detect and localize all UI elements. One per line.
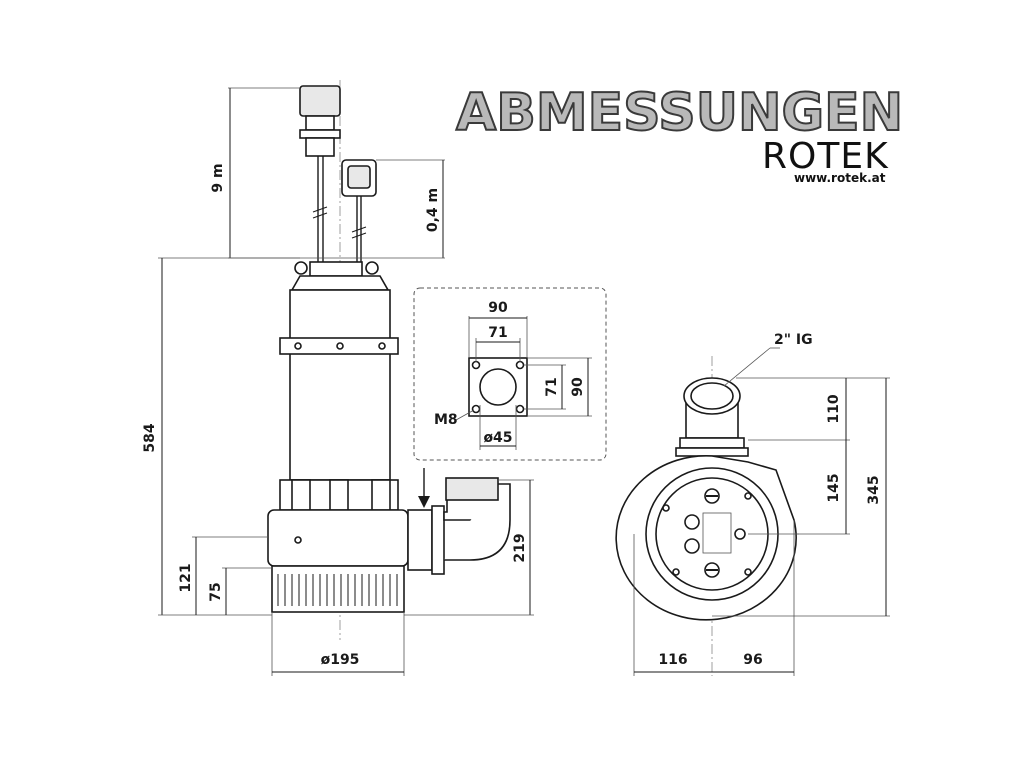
dim-height-inlet: 75 (208, 582, 224, 601)
dim-height-outlet: 121 (178, 563, 194, 592)
dim-diameter-base: ø195 (321, 652, 360, 668)
side-view: 9 m 0,4 m 584 121 75 219 ø195 (142, 80, 534, 676)
header: ABMESSUNGEN ROTEK www.rotek.at (455, 82, 904, 185)
brand-logo: ROTEK (762, 136, 889, 177)
dim-total: 345 (866, 475, 882, 504)
plug-housing (299, 85, 341, 117)
dim-flange-height-outer: 90 (570, 377, 586, 397)
dim-flange-bolt: M8 (434, 412, 458, 428)
motor-housing (289, 289, 391, 481)
dim-float-cable: 0,4 m (425, 188, 441, 232)
brand-url: www.rotek.at (794, 171, 886, 185)
dim-center: 145 (826, 473, 842, 502)
dim-height-discharge: 219 (512, 533, 528, 562)
dim-flange-height-inner: 71 (544, 377, 560, 396)
dim-flange-bore: ø45 (483, 430, 512, 446)
dim-width-right: 96 (743, 652, 762, 668)
dim-width-left: 116 (658, 652, 687, 668)
pump-volute (267, 509, 409, 567)
label-thread: 2" IG (774, 332, 813, 348)
discharge-outlet (445, 477, 499, 501)
dim-cable-length: 9 m (210, 163, 226, 192)
flange-detail: 90 71 71 90 M8 ø45 (413, 287, 607, 461)
top-view: 2" IG 110 145 345 116 96 (615, 332, 890, 676)
strainer (271, 565, 405, 613)
dim-height-total: 584 (142, 423, 158, 452)
dim-outlet: 110 (826, 394, 842, 423)
drawing-title: ABMESSUNGEN (456, 83, 903, 143)
dim-flange-width-outer: 90 (488, 300, 508, 316)
dim-flange-width-inner: 71 (488, 325, 507, 341)
